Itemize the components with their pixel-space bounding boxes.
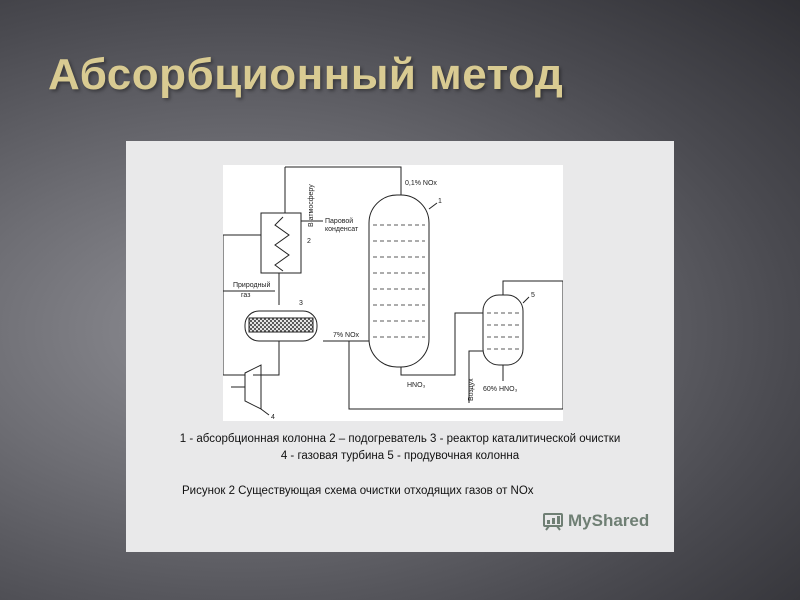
top-gas-line (285, 166, 402, 195)
diagram-svg: В атмосферу Паровой конденсат Природный … (223, 166, 563, 421)
label-hno3-bottom: HNO₃ (407, 382, 426, 389)
myshared-watermark: MyShared (542, 511, 649, 531)
purge-top-line (348, 280, 563, 410)
absorption-column-1 (368, 194, 430, 368)
label-hno3-product: 60% HNO₃ (483, 386, 518, 393)
label-feed-nox: 7% NOx (333, 332, 360, 339)
label-natural-gas-2: газ (241, 292, 250, 299)
reactor-turbine-line (253, 341, 280, 376)
catalyst-bed (248, 317, 314, 333)
label-4: 4 (271, 414, 275, 421)
column-leader (428, 202, 438, 210)
label-top-nox: 0,1% NOx (405, 180, 437, 187)
hno3-line (400, 312, 483, 376)
label-natural-gas-1: Природный (233, 281, 270, 289)
figure-caption: Рисунок 2 Существующая схема очистки отх… (182, 485, 534, 497)
label-3: 3 (299, 300, 303, 307)
label-to-atmosphere: В атмосферу (308, 184, 315, 227)
label-5: 5 (531, 292, 535, 299)
air-line (468, 350, 483, 403)
heater-coil (274, 216, 290, 272)
column-trays (373, 224, 425, 338)
legend-line-2: 4 - газовая турбина 5 - продувочная коло… (280, 450, 520, 462)
label-condensate-2: конденсат (325, 226, 359, 233)
turbine-leader (260, 408, 270, 416)
figure-panel: В атмосферу Паровой конденсат Природный … (126, 141, 674, 552)
label-condensate-1: Паровой (325, 217, 353, 225)
purge-leader (522, 296, 530, 304)
heater-2 (260, 212, 302, 274)
reactor-3 (244, 310, 318, 342)
label-1: 1 (438, 198, 442, 205)
purge-column-5 (482, 294, 524, 366)
heater-reactor-line (223, 234, 261, 376)
label-air: Воздух (468, 378, 475, 401)
purge-trays (487, 312, 519, 350)
label-2: 2 (307, 238, 311, 245)
legend-line-1: 1 - абсорбционная колонна 2 – подогреват… (179, 433, 621, 445)
process-flow-diagram: В атмосферу Паровой конденсат Природный … (223, 165, 563, 421)
watermark-text: MyShared (568, 511, 650, 530)
turbine-4 (244, 364, 262, 410)
slide-title: Абсорбционный метод (48, 50, 564, 99)
myshared-logo-icon (543, 513, 563, 531)
